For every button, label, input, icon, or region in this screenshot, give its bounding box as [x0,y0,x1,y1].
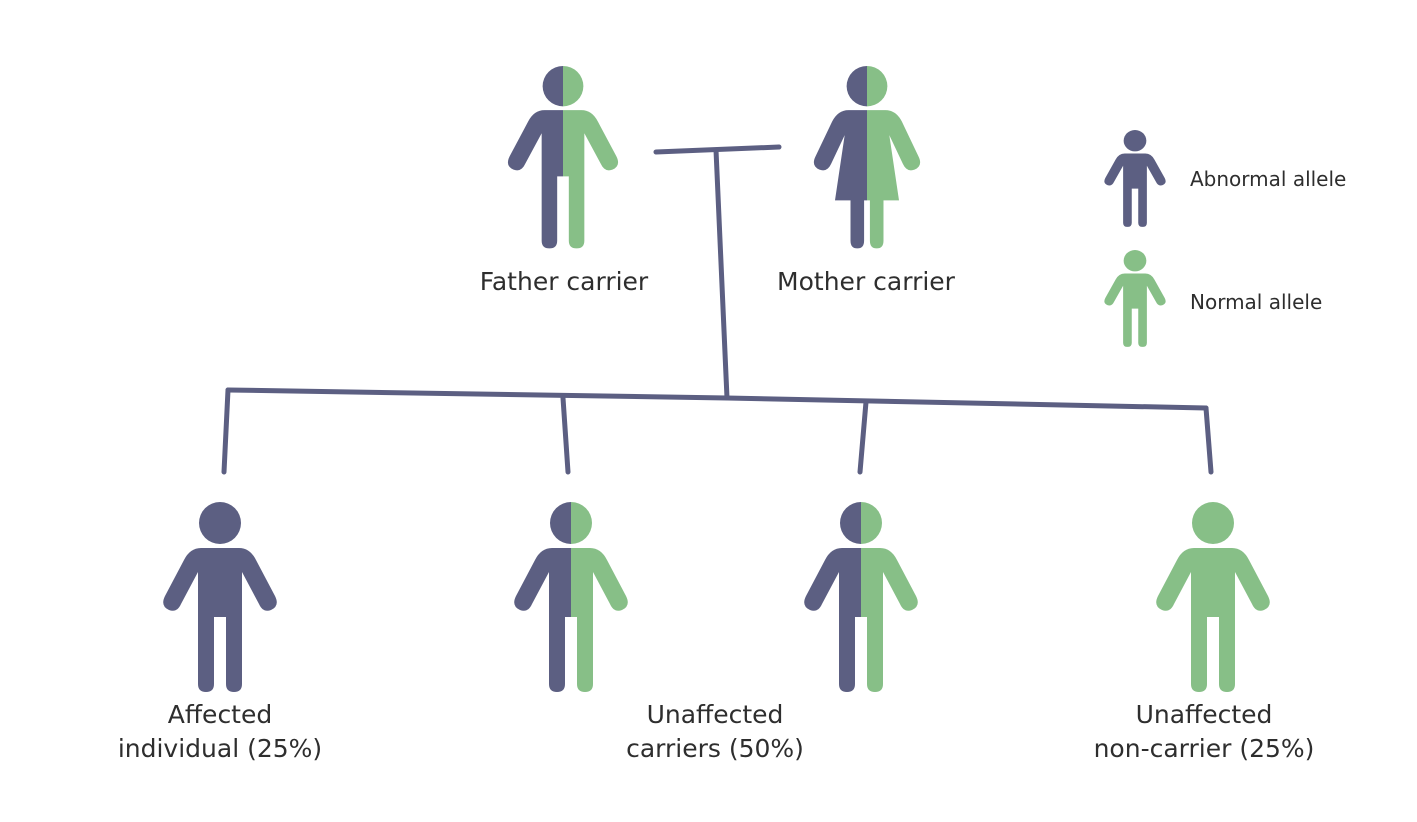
non-carrier-label-line1: Unaffected [1135,700,1273,729]
female-carrier-figure-icon [813,66,921,249]
normal-allele-figure-icon [1104,250,1166,347]
affected-individual-label: Affected individual (25%) [60,698,380,766]
carrier-figure-icon [514,502,628,692]
affected-label-line2: individual (25%) [117,734,323,763]
carriers-label-line1: Unaffected [646,700,784,729]
carriers-label-line2: carriers (50%) [626,734,804,763]
child-drop-4 [1203,405,1214,475]
descent-line [713,147,730,401]
non-carrier-figure-icon [1156,502,1270,692]
affected-label-line1: Affected [167,700,273,729]
legend-normal-label: Normal allele [1190,290,1323,314]
male-carrier-figure-icon [507,66,619,249]
unaffected-carriers-label: Unaffected carriers (50%) [555,698,875,766]
unaffected-non-carrier-label: Unaffected non-carrier (25%) [1044,698,1364,766]
carrier-figure-icon [804,502,918,692]
mother-label: Mother carrier [777,267,955,296]
affected-figure-icon [163,502,277,692]
sibship-line [225,387,1209,411]
abnormal-allele-figure-icon [1104,130,1166,227]
pedigree-connectors [221,144,1214,475]
child-drop-1 [221,387,231,475]
child-drop-3 [857,399,869,475]
father-label: Father carrier [479,267,649,296]
non-carrier-label-line2: non-carrier (25%) [1093,734,1315,763]
legend-abnormal-label: Abnormal allele [1190,167,1347,191]
child-drop-2 [560,395,571,475]
